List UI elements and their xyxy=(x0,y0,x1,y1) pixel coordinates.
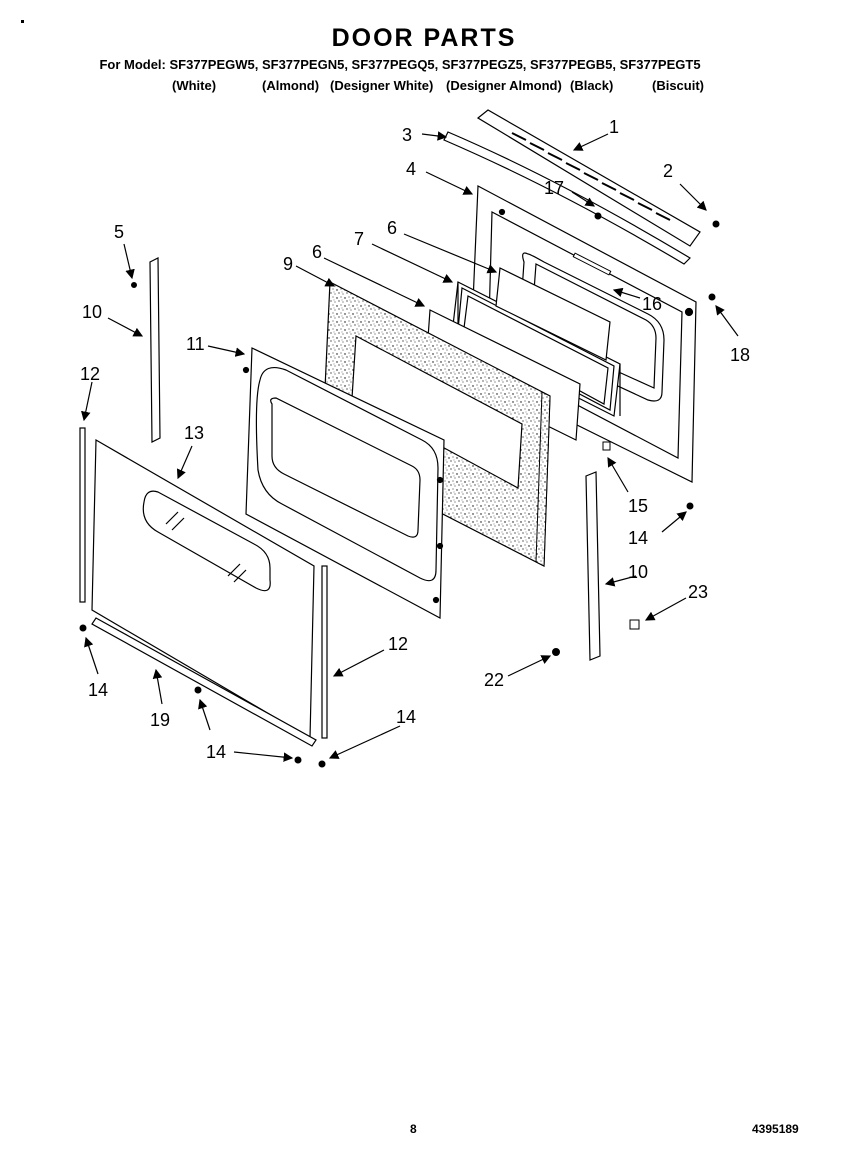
door-trim-strip xyxy=(443,131,691,265)
callout-label: 14 xyxy=(628,528,648,548)
callout-label: 6 xyxy=(312,242,322,262)
callout-label: 14 xyxy=(88,680,108,700)
callout-label: 6 xyxy=(387,218,397,238)
color-label: (Biscuit) xyxy=(652,78,704,93)
callout-label: 14 xyxy=(206,742,226,762)
color-label: (Black) xyxy=(570,78,614,93)
door-clip xyxy=(629,619,640,630)
callout-label: 16 xyxy=(642,294,662,314)
hinge-channel-right xyxy=(585,471,601,661)
model-list: For Model: SF377PEGW5, SF377PEGN5, SF377… xyxy=(99,57,701,72)
color-label: (Almond) xyxy=(262,78,320,93)
top-vent-trim xyxy=(476,109,701,247)
callout-label: 9 xyxy=(283,254,293,274)
side-trim-left xyxy=(79,427,86,603)
callout-label: 12 xyxy=(388,634,408,654)
color-label: (Designer White) xyxy=(330,78,434,93)
callout-label: 10 xyxy=(82,302,102,322)
corner-mark xyxy=(21,20,24,23)
callout-label: 7 xyxy=(354,229,364,249)
callout-label: 1 xyxy=(609,117,619,137)
callout-label: 11 xyxy=(186,334,205,354)
door-frame xyxy=(242,347,445,619)
callout-label: 4 xyxy=(406,159,416,179)
callout-label: 18 xyxy=(730,345,750,365)
door-clip xyxy=(602,441,611,451)
screws xyxy=(79,212,720,768)
callout-label: 2 xyxy=(663,161,673,181)
page-number: 8 xyxy=(410,1122,417,1136)
callout-label: 12 xyxy=(80,364,100,384)
color-label: (White) xyxy=(172,78,217,93)
door-insulation xyxy=(321,281,551,567)
side-trim-right xyxy=(321,565,328,739)
callout-label: 3 xyxy=(402,125,412,145)
hinge-channel-left xyxy=(149,257,161,443)
callout-label: 10 xyxy=(628,562,648,582)
callout-label: 14 xyxy=(396,707,416,727)
callout-label: 15 xyxy=(628,496,648,516)
door-glass-pane xyxy=(495,267,611,361)
callout-label: 19 xyxy=(150,710,170,730)
bottom-trim xyxy=(91,617,317,747)
leader-lines xyxy=(81,131,739,762)
callout-label: 22 xyxy=(484,670,504,690)
callout-label: 17 xyxy=(544,178,564,198)
callout-label: 13 xyxy=(184,423,204,443)
callout-label: 23 xyxy=(688,582,708,602)
door-bracket xyxy=(572,252,612,276)
color-label: (Designer Almond) xyxy=(446,78,562,93)
callout-label: 5 xyxy=(114,222,124,242)
document-number: 4395189 xyxy=(752,1122,799,1136)
page-title: DOOR PARTS xyxy=(331,24,517,52)
